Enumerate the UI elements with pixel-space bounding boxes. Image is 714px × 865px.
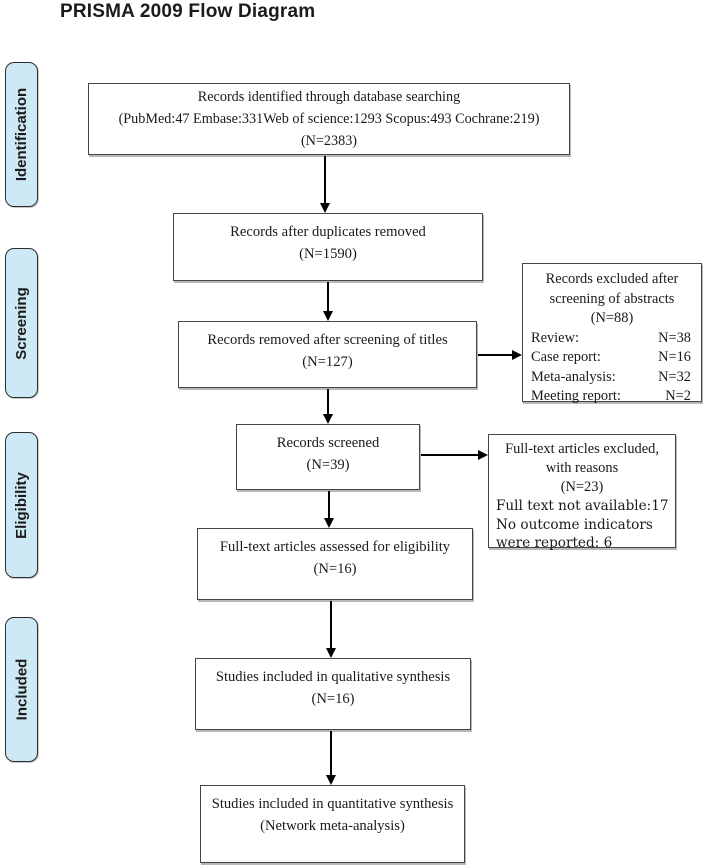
box-fulltext-assessed: Full-text articles assessed for eligibil…: [197, 528, 473, 600]
box-excluded-abstracts: Records excluded after screening of abst…: [522, 263, 702, 404]
arrow-duplicates-to-titles: [322, 282, 333, 321]
stage-included-label: Included: [13, 658, 31, 721]
records-identified-line1: Records identified through database sear…: [197, 89, 461, 105]
diagram-title: PRISMA 2009 Flow Diagram: [60, 1, 316, 22]
excluded-fulltext-count: (N=23): [560, 479, 604, 495]
reason-label: Meeting report:: [531, 388, 621, 404]
qualitative-line1: Studies included in qualitative synthesi…: [215, 669, 451, 685]
quantitative-line1: Studies included in quantitative synthes…: [211, 796, 454, 812]
reason-value: N=2: [665, 388, 691, 404]
excluded-fulltext-detail3: were reported: 6: [496, 535, 613, 551]
records-identified-line2: (PubMed:47 Embase:331Web of science:1293…: [118, 111, 540, 127]
excluded-fulltext-line1: Full-text articles excluded,: [505, 441, 659, 457]
box-qualitative-synthesis: Studies included in qualitative synthesi…: [195, 658, 471, 730]
qualitative-count: (N=16): [311, 691, 355, 707]
stage-screening-label: Screening: [13, 286, 30, 360]
arrow-identified-to-duplicates: [319, 156, 330, 213]
box-excluded-fulltext: Full-text articles excluded, with reason…: [488, 434, 676, 551]
excluded-reason-row: Review: N=38: [523, 329, 701, 349]
duplicates-removed-count: (N=1590): [299, 246, 357, 262]
arrow-screened-to-assessed: [323, 491, 334, 528]
stage-screening: Screening: [5, 248, 38, 398]
box-records-identified: Records identified through database sear…: [88, 83, 570, 155]
excluded-reason-row: Case report: N=16: [523, 348, 701, 368]
fulltext-assessed-count: (N=16): [313, 561, 357, 577]
quantitative-line2: (Network meta-analysis): [260, 818, 405, 834]
excluded-reason-row: Meeting report: N=2: [523, 387, 701, 407]
records-screened-count: (N=39): [306, 457, 350, 473]
titles-removed-count: (N=127): [302, 354, 353, 370]
excluded-fulltext-detail2: No outcome indicators: [496, 516, 653, 533]
reason-label: Case report:: [531, 349, 601, 365]
excluded-reason-row: Meta-analysis: N=32: [523, 368, 701, 388]
stage-identification-label: Identification: [13, 87, 30, 182]
arrow-qualitative-to-quantitative: [325, 731, 336, 785]
excluded-abstracts-count: (N=88): [590, 310, 634, 326]
stage-eligibility: Eligibility: [5, 432, 38, 578]
arrow-titles-to-excluded-abstracts: [478, 349, 522, 360]
stage-included: Included: [5, 617, 38, 762]
box-titles-removed: Records removed after screening of title…: [178, 321, 477, 388]
records-screened-line1: Records screened: [276, 435, 380, 451]
reason-label: Meta-analysis:: [531, 368, 616, 385]
reason-value: N=38: [658, 329, 691, 346]
reason-value: N=16: [658, 349, 691, 365]
excluded-abstracts-line2: screening of abstracts: [549, 290, 675, 307]
reason-label: Review:: [531, 329, 579, 346]
stage-eligibility-label: Eligibility: [13, 471, 30, 539]
arrow-titles-to-screened: [322, 389, 333, 424]
box-records-screened: Records screened (N=39): [236, 424, 420, 490]
excluded-fulltext-line2: with reasons: [545, 460, 619, 476]
arrow-assessed-to-qualitative: [325, 601, 336, 658]
duplicates-removed-line1: Records after duplicates removed: [230, 224, 426, 240]
excluded-fulltext-detail1: Full text not available:17: [496, 498, 669, 514]
box-quantitative-synthesis: Studies included in quantitative synthes…: [200, 785, 465, 863]
arrow-screened-to-excluded-fulltext: [421, 449, 488, 460]
records-identified-count: (N=2383): [300, 133, 358, 149]
fulltext-assessed-line1: Full-text articles assessed for eligibil…: [219, 539, 451, 555]
excluded-abstracts-line1: Records excluded after: [545, 271, 679, 287]
box-duplicates-removed: Records after duplicates removed (N=1590…: [173, 213, 483, 281]
stage-identification: Identification: [5, 62, 38, 207]
reason-value: N=32: [658, 368, 691, 385]
titles-removed-line1: Records removed after screening of title…: [207, 332, 448, 348]
